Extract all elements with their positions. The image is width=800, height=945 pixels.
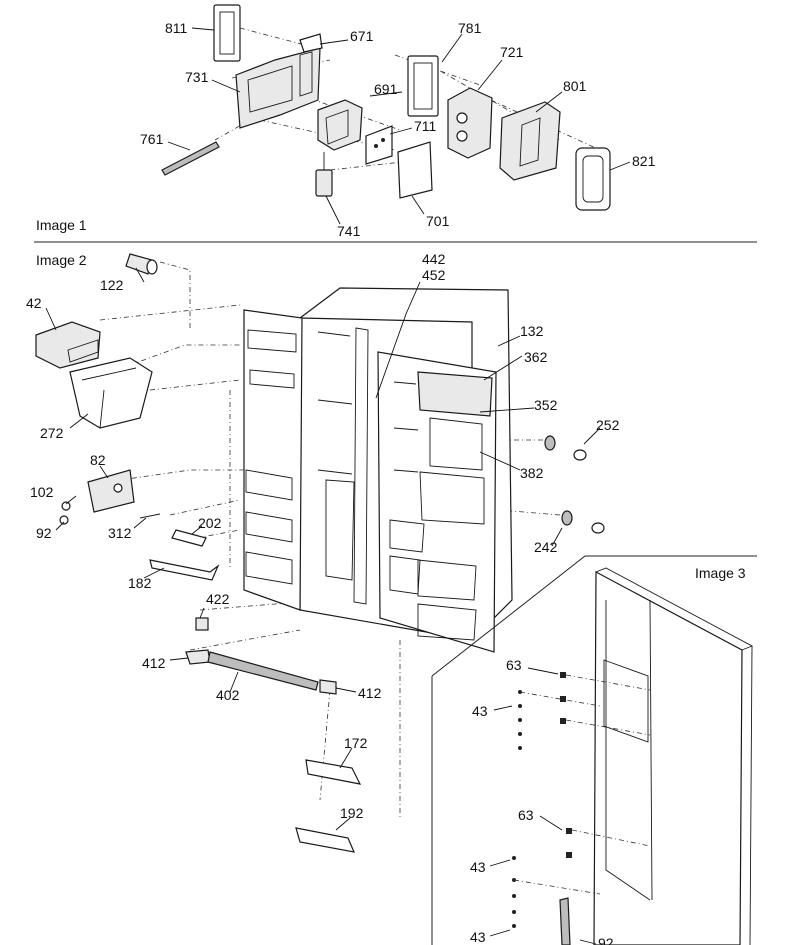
callout-43-middle: 43	[470, 859, 486, 875]
part-781-gasket	[407, 55, 439, 117]
image3-title: Image 3	[695, 565, 746, 581]
part-172-tray	[305, 759, 362, 785]
part-741-switch	[315, 152, 333, 197]
callout-671: 671	[350, 28, 374, 44]
part-102-nut	[61, 501, 71, 511]
part-272-icebin	[69, 357, 153, 429]
callout-92-door: 92	[598, 935, 614, 945]
callout-43-lower: 43	[470, 929, 486, 945]
image2-panel: Image 2	[26, 251, 620, 853]
part-192-tray	[295, 827, 355, 853]
part-42-icemaker	[35, 321, 101, 369]
callout-412-left: 412	[142, 655, 166, 671]
leaders-3	[489, 667, 597, 945]
leaders-1	[167, 27, 631, 225]
callout-741: 741	[337, 223, 361, 239]
image3-frame	[431, 555, 757, 945]
part-122-filter	[125, 253, 158, 275]
callout-92: 92	[36, 525, 52, 541]
part-821-frame	[575, 147, 611, 211]
callout-82: 82	[90, 452, 106, 468]
callout-811: 811	[165, 20, 188, 36]
part-711-board	[365, 125, 393, 165]
callout-701: 701	[426, 213, 450, 229]
part-182-arm	[149, 559, 220, 581]
part-412-right	[319, 679, 337, 695]
part-92-strip	[559, 897, 571, 945]
assembly-lines-2	[99, 261, 561, 820]
callout-821: 821	[632, 153, 656, 169]
part-801-bezel	[499, 101, 561, 181]
callout-452: 452	[422, 267, 446, 283]
callout-202: 202	[198, 515, 222, 531]
part-412-left	[185, 649, 211, 665]
callout-801: 801	[563, 78, 587, 94]
part-252-cap	[544, 435, 587, 461]
callout-422: 422	[206, 591, 230, 607]
callout-42: 42	[26, 295, 42, 311]
assembly-lines-3	[513, 674, 651, 895]
part-761-rod	[161, 141, 220, 176]
callout-252: 252	[596, 417, 620, 433]
image1-panel: Image 1	[34, 4, 757, 243]
part-202-lever	[171, 529, 207, 547]
cabinet	[243, 287, 513, 653]
part-242-cap	[561, 510, 605, 534]
door-panel	[593, 567, 754, 945]
part-82-bracket	[87, 469, 135, 513]
callout-63-lower: 63	[518, 807, 534, 823]
callout-691: 691	[374, 81, 398, 97]
part-731-housing	[235, 33, 323, 129]
callout-132: 132	[520, 323, 544, 339]
part-691-bracket	[317, 99, 363, 151]
part-721-valve	[447, 87, 493, 159]
part-811-gasket	[213, 4, 241, 62]
callout-731: 731	[185, 69, 209, 85]
callout-182: 182	[128, 575, 152, 591]
part-701-cover	[397, 141, 433, 199]
callout-412-right: 412	[358, 685, 382, 701]
leaders-2	[45, 267, 601, 831]
callout-272: 272	[40, 425, 64, 441]
image2-title: Image 2	[36, 252, 87, 268]
image1-title: Image 1	[36, 217, 87, 233]
callout-761: 761	[140, 131, 164, 147]
callout-382: 382	[520, 465, 544, 481]
callout-192: 192	[340, 805, 364, 821]
callout-721: 721	[500, 44, 524, 60]
callout-352: 352	[534, 397, 558, 413]
fasteners-upper	[518, 672, 566, 750]
callout-63-upper: 63	[506, 657, 522, 673]
callout-312: 312	[108, 525, 132, 541]
callout-362: 362	[524, 349, 548, 365]
part-92-washer	[59, 515, 69, 525]
callout-711: 711	[414, 118, 437, 134]
callout-122: 122	[100, 277, 124, 293]
callout-242: 242	[534, 539, 558, 555]
callout-172: 172	[344, 735, 368, 751]
callout-442: 442	[422, 251, 446, 267]
callout-402: 402	[216, 687, 240, 703]
part-402-grille	[207, 651, 319, 691]
part-312-screw	[139, 513, 161, 519]
image3-panel: Image 3 63 43	[431, 555, 757, 945]
callout-43-upper: 43	[472, 703, 488, 719]
part-422-clip	[195, 617, 209, 631]
callout-102: 102	[30, 484, 54, 500]
callout-781: 781	[458, 20, 482, 36]
